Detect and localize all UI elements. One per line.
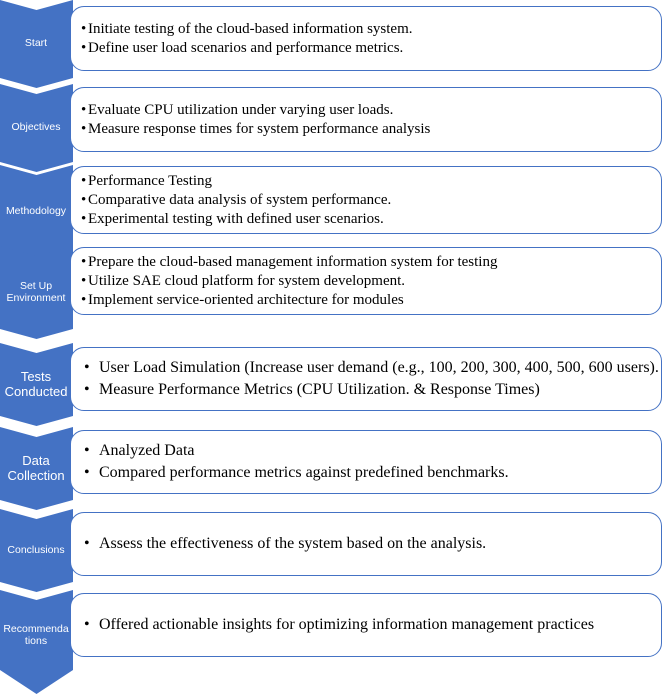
step-box-conclusions: Assess the effectiveness of the system b… xyxy=(70,512,662,576)
bullet: Comparative data analysis of system perf… xyxy=(81,191,661,210)
step-box-start: Initiate testing of the cloud-based info… xyxy=(70,6,662,71)
bullet: Offered actionable insights for optimizi… xyxy=(79,615,661,635)
chevron-tests xyxy=(0,343,73,426)
bullet: Implement service-oriented architecture … xyxy=(81,291,661,310)
bullet: Initiate testing of the cloud-based info… xyxy=(81,20,661,39)
chevron-methodology xyxy=(0,165,73,258)
bullet: Measure Performance Metrics (CPU Utiliza… xyxy=(79,380,661,400)
chevron-conclusions xyxy=(0,509,73,592)
step-box-recommendations: Offered actionable insights for optimizi… xyxy=(70,593,662,657)
step-box-setup: Prepare the cloud-based management infor… xyxy=(70,247,662,315)
step-box-objectives: Evaluate CPU utilization under varying u… xyxy=(70,87,662,152)
bullet: Measure response times for system perfor… xyxy=(81,120,661,139)
bullet: Experimental testing with defined user s… xyxy=(81,210,661,229)
bullet: Compared performance metrics against pre… xyxy=(79,463,661,483)
step-label-objectives: Objectives xyxy=(11,121,61,134)
bullet: Prepare the cloud-based management infor… xyxy=(81,253,661,272)
step-box-tests: User Load Simulation (Increase user dema… xyxy=(70,347,662,411)
chevron-recommendations xyxy=(0,590,73,694)
step-box-data-collection: Analyzed Data Compared performance metri… xyxy=(70,430,662,494)
bullet: Assess the effectiveness of the system b… xyxy=(79,534,661,554)
chevron-data-collection xyxy=(0,427,73,510)
step-label-start: Start xyxy=(24,37,48,50)
step-label-setup: Set Up Environment xyxy=(6,279,66,304)
chevron-start xyxy=(0,0,73,88)
bullet: Performance Testing xyxy=(81,172,661,191)
bullet: Evaluate CPU utilization under varying u… xyxy=(81,101,661,120)
bullet: User Load Simulation (Increase user dema… xyxy=(79,358,661,378)
chevron-objectives xyxy=(0,84,73,172)
bullet: Utilize SAE cloud platform for system de… xyxy=(81,272,661,291)
step-label-tests: Tests Conducted xyxy=(4,369,68,399)
chevron-setup xyxy=(0,246,73,339)
step-label-data-collection: Data Collection xyxy=(7,453,65,483)
step-label-methodology: Methodology xyxy=(5,204,67,217)
step-label-recommendations: Recommendations xyxy=(3,623,69,647)
step-label-conclusions: Conclusions xyxy=(7,543,65,556)
step-box-methodology: Performance Testing Comparative data ana… xyxy=(70,166,662,234)
bullet: Define user load scenarios and performan… xyxy=(81,39,661,58)
bullet: Analyzed Data xyxy=(79,441,661,461)
